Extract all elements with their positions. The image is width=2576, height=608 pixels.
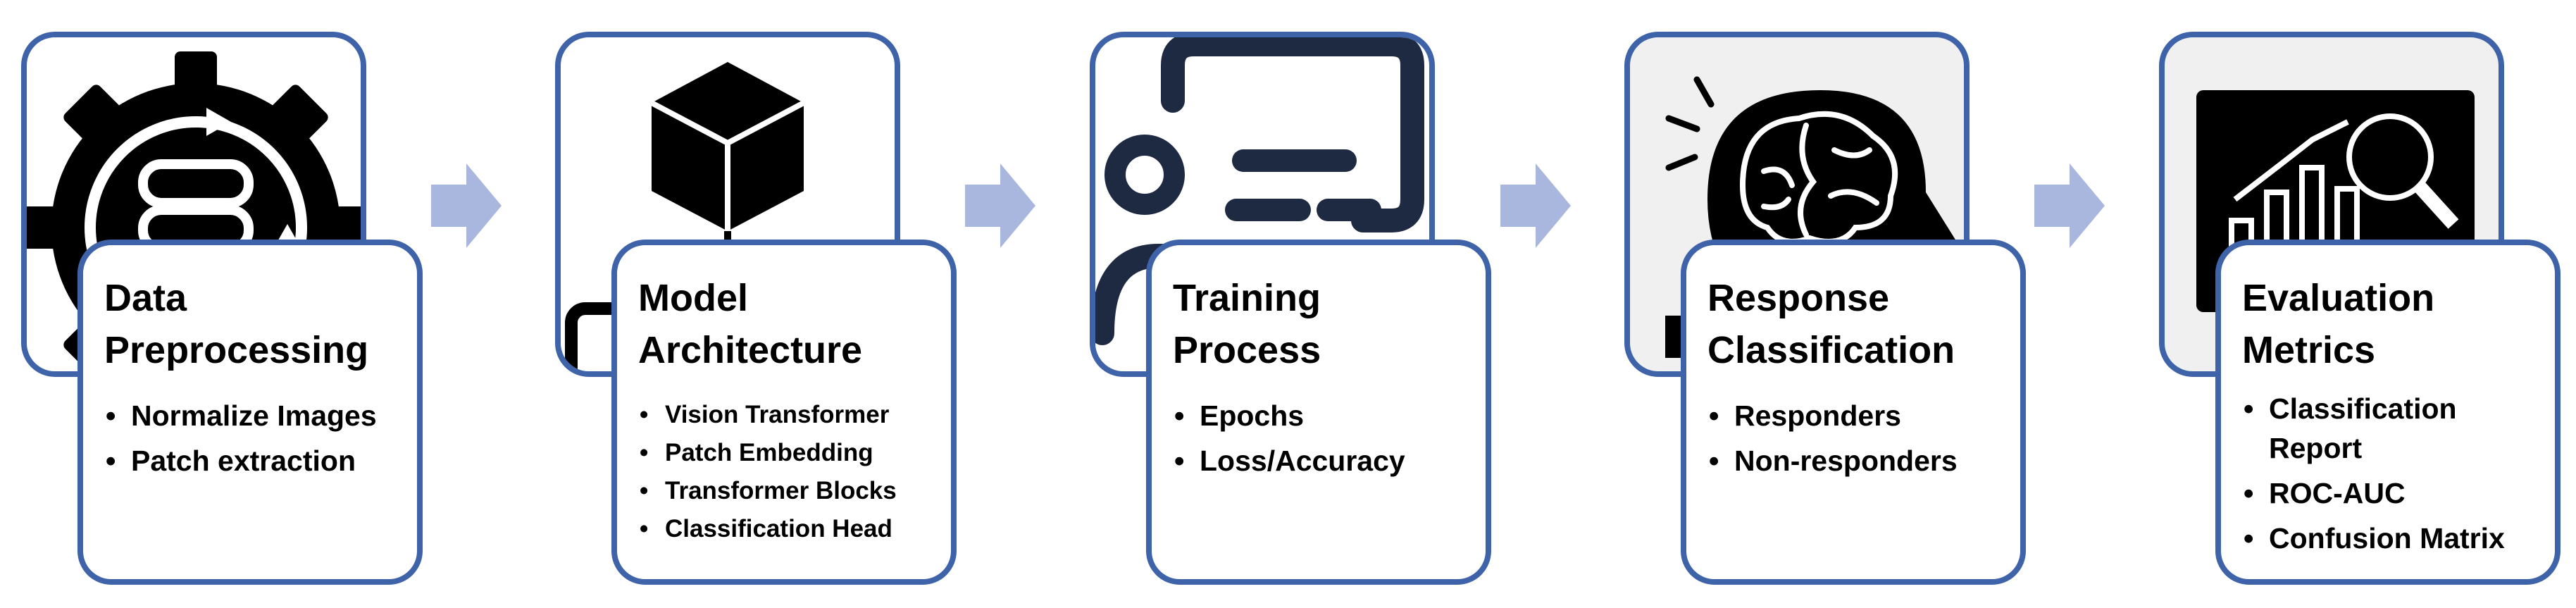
step-card: Model Architecture Vision Transformer Pa…: [611, 240, 957, 585]
list-item: Vision Transformer: [638, 396, 930, 434]
list-item: Patch extraction: [104, 441, 396, 480]
step-model-architecture: Model Architecture Vision Transformer Pa…: [534, 0, 1027, 608]
step-title: Model Architecture: [638, 277, 863, 371]
step-card: Training Process Epochs Loss/Accuracy: [1146, 240, 1491, 585]
step-title: Data Preprocessing: [104, 277, 369, 371]
step-title: Response Classification: [1707, 277, 1955, 371]
cube-network-icon: [565, 62, 805, 371]
step-response-classification: Response Classification Responders Non-r…: [1603, 0, 2096, 608]
step-evaluation-metrics: Evaluation Metrics ClassificationReport …: [2138, 0, 2576, 608]
list-item: Patch Embedding: [638, 434, 930, 472]
bullet-list: Epochs Loss/Accuracy: [1173, 396, 1464, 480]
list-item: Normalize Images: [104, 396, 396, 435]
bullet-list: Normalize Images Patch extraction: [104, 396, 396, 480]
step-data-preprocessing: Data Preprocessing Normalize Images Patc…: [0, 0, 493, 608]
list-item: Non-responders: [1707, 441, 1999, 480]
list-item: Responders: [1707, 396, 1999, 435]
list-item: Classification Head: [638, 510, 930, 548]
arrow-right-icon: [965, 163, 1035, 248]
arrow-right-icon: [2034, 163, 2105, 248]
list-item: Loss/Accuracy: [1173, 441, 1464, 480]
list-item: Confusion Matrix: [2242, 519, 2534, 558]
arrow-right-icon: [1500, 163, 1571, 248]
step-title: Evaluation Metrics: [2242, 277, 2435, 371]
step-training-process: Training Process Epochs Loss/Accuracy: [1069, 0, 1562, 608]
list-item: ROC-AUC: [2242, 473, 2534, 513]
bullet-list: Vision Transformer Patch Embedding Trans…: [638, 396, 930, 548]
step-title: Training Process: [1173, 277, 1321, 371]
list-item: Transformer Blocks: [638, 472, 930, 510]
list-item: Epochs: [1173, 396, 1464, 435]
arrow-right-icon: [431, 163, 502, 248]
bullet-list: Responders Non-responders: [1707, 396, 1999, 480]
step-card: Evaluation Metrics ClassificationReport …: [2215, 240, 2561, 585]
step-card: Response Classification Responders Non-r…: [1681, 240, 2026, 585]
step-card: Data Preprocessing Normalize Images Patc…: [77, 240, 423, 585]
